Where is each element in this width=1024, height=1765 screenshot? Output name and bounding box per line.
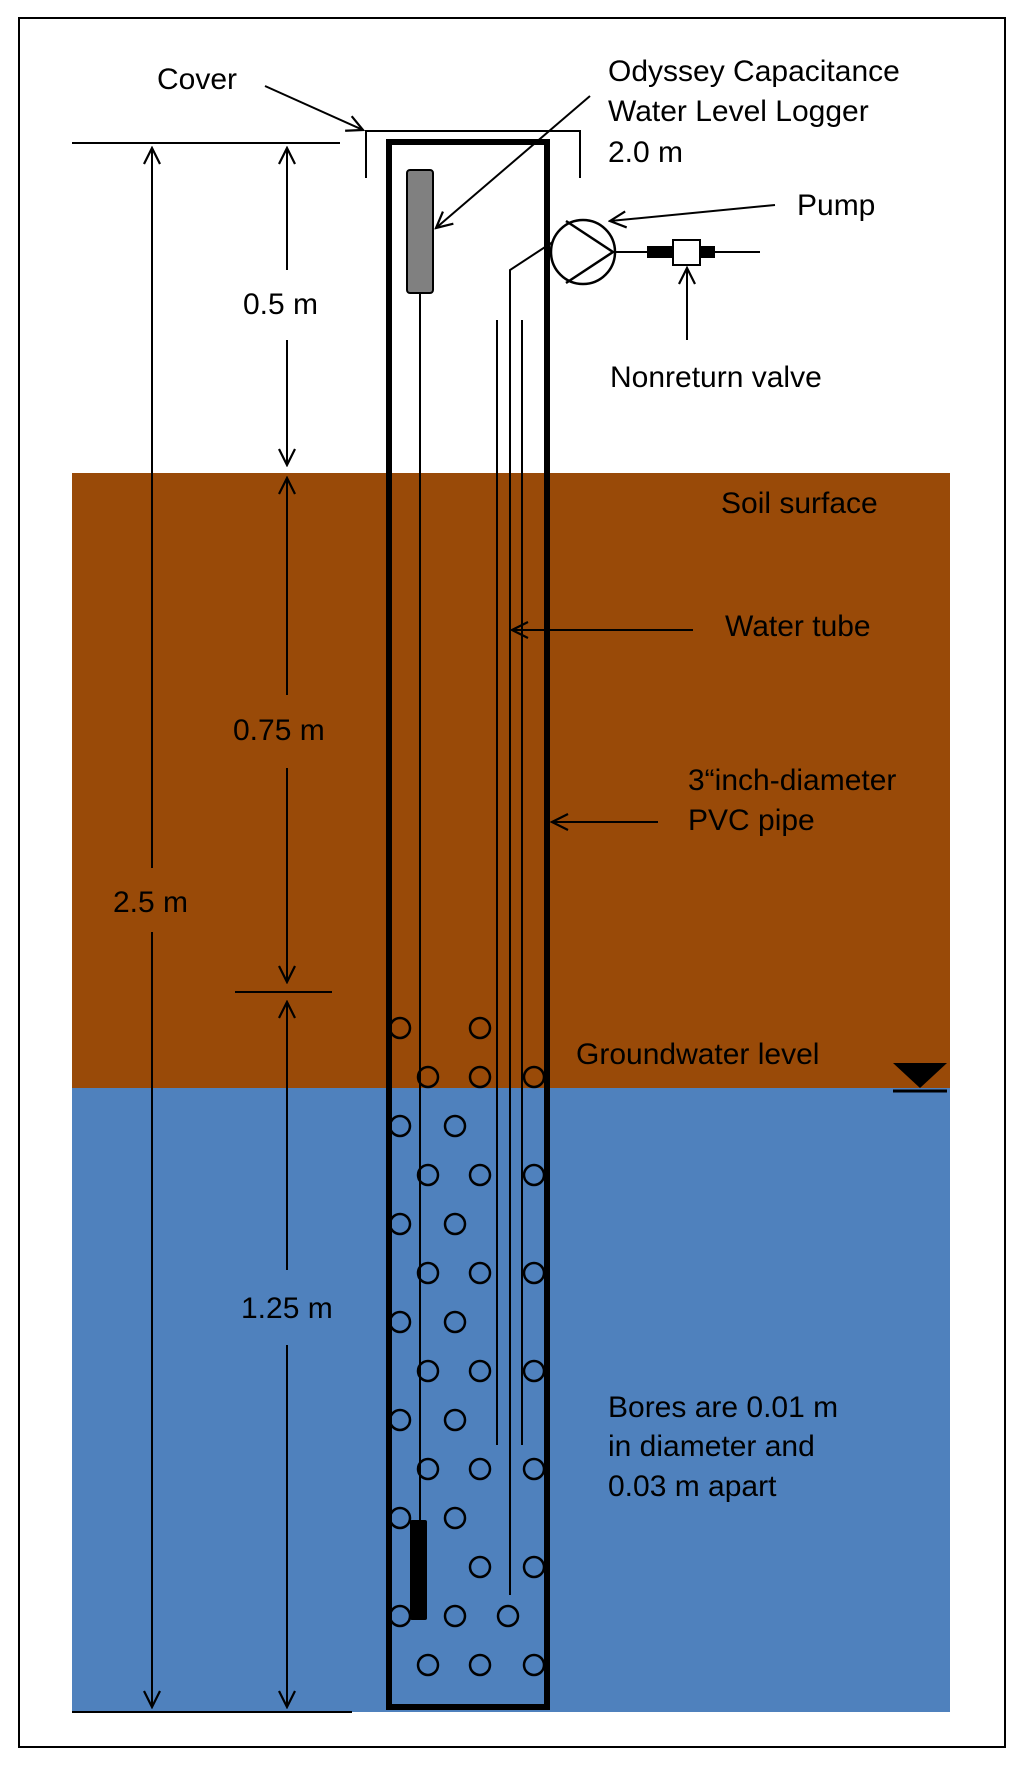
water-tube-outer [509,233,566,1595]
bore-hole [468,1457,492,1481]
bore-hole [416,1653,440,1677]
valve-connector-left [647,246,672,258]
bore-hole [522,1457,546,1481]
dim-above-ground-label: 0.5 m [243,288,318,321]
bore-hole [388,1016,412,1040]
logger-label-line-1: Odyssey Capacitance [608,55,900,88]
bore-hole [388,1604,412,1628]
bore-hole [388,1408,412,1432]
bore-hole [416,1163,440,1187]
valve-label: Nonreturn valve [610,361,822,394]
bore-hole [468,1261,492,1285]
bore-hole [388,1506,412,1530]
bore-hole [443,1114,467,1138]
bore-hole [416,1261,440,1285]
bore-hole [522,1555,546,1579]
bore-hole [468,1359,492,1383]
pump-icon [549,218,617,286]
bore-hole [443,1212,467,1236]
bore-hole [468,1653,492,1677]
bore-hole [468,1016,492,1040]
bore-hole [522,1653,546,1677]
bore-hole [443,1604,467,1628]
pump-label: Pump [797,189,875,222]
dim-below-groundwater-label: 1.25 m [241,1292,333,1325]
water-tube-label: Water tube [725,610,871,643]
dim-soil-layer-label: 0.75 m [233,714,325,747]
bores-label-line-1: Bores are 0.01 m [608,1391,838,1424]
cover-label: Cover [157,63,237,96]
logger-label-line-2: Water Level Logger [608,95,869,128]
water-level-logger [406,169,434,294]
valve-connector-right [700,246,715,258]
bore-hole [522,1359,546,1383]
bore-hole [522,1065,546,1089]
bore-hole [388,1114,412,1138]
dim-total-label: 2.5 m [113,886,188,919]
bores-label-line-2: in diameter and [608,1430,815,1463]
cover [365,130,581,178]
logger-label-line-3: 2.0 m [608,136,683,169]
bore-hole [522,1163,546,1187]
groundwater-level-label: Groundwater level [576,1038,819,1071]
bore-hole [443,1408,467,1432]
bore-hole [496,1604,520,1628]
nonreturn-valve-icon [672,239,701,266]
bore-hole [416,1065,440,1089]
cover-leader-arrow [264,85,363,130]
bore-hole [443,1310,467,1334]
bores-label-line-3: 0.03 m apart [608,1470,777,1503]
water-table-triangle-icon [893,1063,947,1093]
bore-hole [468,1163,492,1187]
bore-hole [416,1457,440,1481]
bore-hole [468,1065,492,1089]
logger-leader-arrow [436,95,591,228]
pvc-pipe-label-line-2: PVC pipe [688,804,815,837]
bores-group [388,1016,546,1677]
pvc-pipe-label-line-1: 3“inch-diameter [688,764,896,797]
pump-leader-arrow [610,204,776,221]
logger-sensor [410,1520,427,1620]
pvc-pipe [386,139,550,1710]
bore-hole [416,1359,440,1383]
bore-hole [522,1261,546,1285]
bore-hole [443,1506,467,1530]
soil-surface-label: Soil surface [721,487,878,520]
bore-hole [388,1310,412,1334]
bore-hole [388,1212,412,1236]
bore-hole [468,1555,492,1579]
